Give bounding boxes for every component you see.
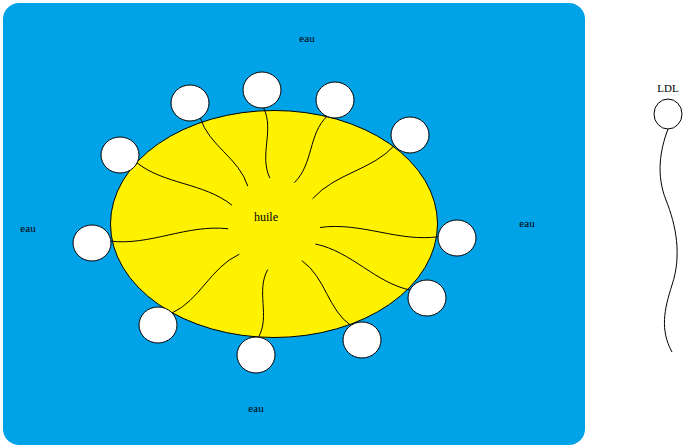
lipid-tail bbox=[320, 226, 439, 237]
water-label: eau bbox=[248, 402, 263, 415]
water-label: eau bbox=[20, 222, 35, 235]
polar-head bbox=[343, 322, 381, 358]
polar-head bbox=[139, 307, 177, 343]
polar-head bbox=[237, 337, 275, 373]
polar-head bbox=[408, 280, 446, 316]
polar-head bbox=[316, 82, 354, 118]
polar-head bbox=[171, 85, 209, 121]
water-label: eau bbox=[519, 217, 534, 230]
lipid-tail bbox=[136, 162, 232, 205]
lipid-tail bbox=[264, 108, 270, 178]
polar-head bbox=[654, 99, 682, 129]
lipid-tail bbox=[294, 116, 327, 183]
water-label: eau bbox=[299, 32, 314, 45]
lipid-tail bbox=[200, 118, 248, 186]
water-region: eau eau eau eau huile bbox=[3, 3, 585, 445]
molecule-label: LDL bbox=[657, 82, 678, 95]
polar-head bbox=[438, 220, 476, 256]
oil-droplet: huile bbox=[110, 110, 438, 338]
lipid-tail bbox=[110, 228, 228, 242]
polar-head bbox=[243, 72, 281, 108]
lipid-tail bbox=[302, 261, 351, 326]
polar-head bbox=[73, 225, 111, 261]
lipid-tail bbox=[259, 270, 268, 338]
lipid-tail bbox=[660, 129, 677, 352]
lipid-tail bbox=[313, 145, 395, 199]
lipid-tail bbox=[172, 254, 240, 313]
lipid-tail bbox=[315, 244, 410, 290]
polar-head bbox=[391, 117, 429, 153]
polar-head bbox=[101, 137, 139, 173]
oil-label: huile bbox=[254, 211, 278, 225]
